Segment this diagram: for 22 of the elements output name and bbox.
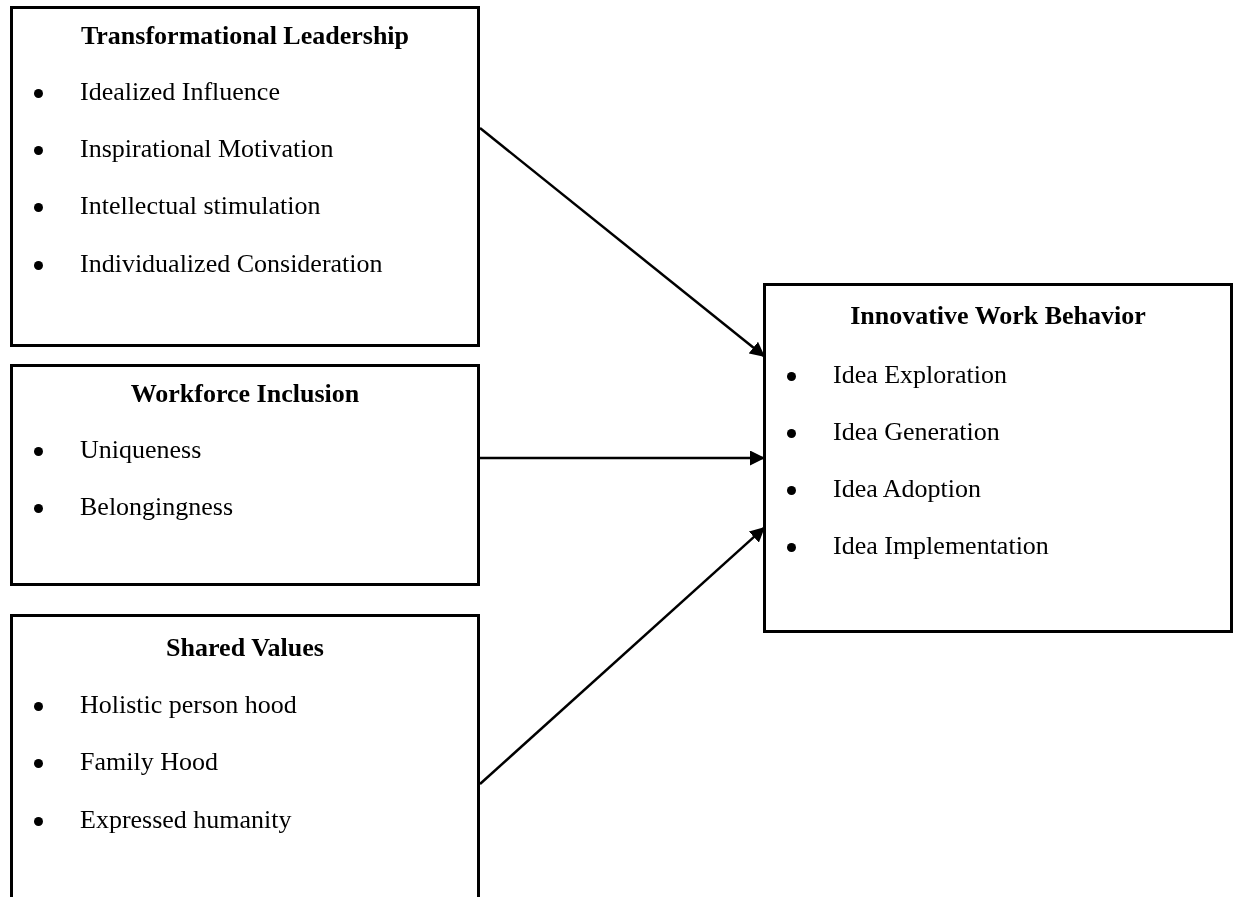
bullet-item: Intellectual stimulation (80, 191, 321, 221)
bullet-item: Family Hood (80, 747, 218, 777)
bullet-item: Uniqueness (80, 435, 202, 465)
bullet-item: Idea Generation (833, 417, 1000, 447)
concept-box (10, 6, 480, 347)
box-heading: Workforce Inclusion (129, 379, 361, 409)
bullet-item: Idea Exploration (833, 360, 1007, 390)
box-heading: Shared Values (165, 633, 325, 663)
concept-box (10, 614, 480, 897)
concept-box (10, 364, 480, 586)
bullet-item: Idea Implementation (833, 531, 1049, 561)
concept-box (763, 283, 1233, 633)
bullet-item: Idealized Influence (80, 77, 280, 107)
bullet-item: Idea Adoption (833, 474, 982, 504)
bullet-item: Inspirational Motivation (80, 134, 334, 164)
bullet-item: Expressed humanity (80, 805, 292, 835)
box-heading: Innovative Work Behavior (849, 301, 1147, 331)
bullet-item: Individualized Consideration (80, 249, 383, 279)
bullet-item: Belongingness (80, 492, 234, 522)
arrow (480, 450, 765, 466)
box-heading: Transformational Leadership (79, 21, 411, 51)
bullet-item: Holistic person hood (80, 690, 297, 720)
